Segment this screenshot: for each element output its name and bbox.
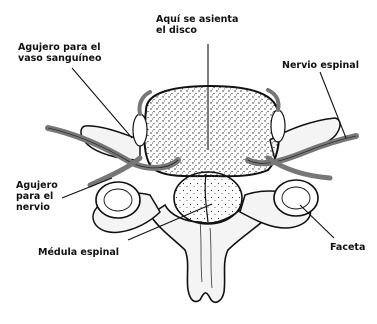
right-facet (274, 180, 318, 216)
label-nerve-hole: Agujero para el nervio (16, 180, 58, 213)
label-spinal-cord: Médula espinal (38, 247, 119, 258)
label-facet: Faceta (330, 242, 365, 253)
left-facet (96, 182, 140, 218)
label-vessel-hole: Agujero para el vaso sanguíneo (18, 42, 101, 64)
right-vessel-hole (271, 110, 285, 142)
right-nerve-branch (268, 158, 330, 178)
label-spinal-nerve: Nervio espinal (282, 60, 359, 71)
left-nerve-branch (90, 158, 140, 185)
left-vessel-hole (133, 114, 147, 146)
label-disc: Aquí se asienta el disco (156, 14, 238, 36)
